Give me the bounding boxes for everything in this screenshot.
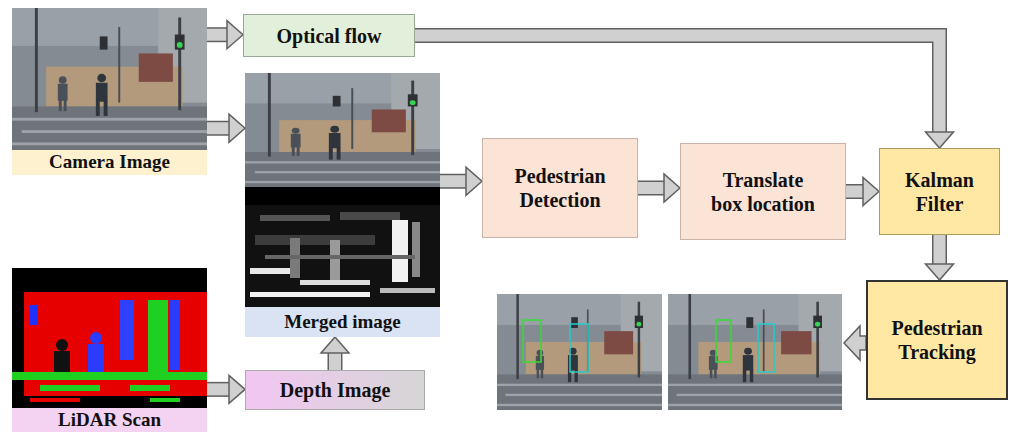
node-text: Translate box location <box>707 168 819 216</box>
flow-arrow <box>207 21 243 49</box>
flow-arrow <box>207 114 245 142</box>
node-text: LiDAR Scan <box>58 409 161 432</box>
output-box: Pedestrian Tracking <box>866 280 1008 400</box>
process-box: Optical flow <box>243 14 415 57</box>
flow-arrow <box>926 235 954 280</box>
image-label: Merged image <box>245 73 440 337</box>
node-text: Optical flow <box>277 24 382 48</box>
label-band: Camera Image <box>12 150 207 175</box>
node-text: Pedestrian Detection <box>491 164 629 212</box>
process-box: Translate box location <box>680 143 846 240</box>
flow-arrow <box>846 178 879 206</box>
flow-arrow <box>638 174 680 202</box>
process-box: Kalman Filter <box>879 148 1000 235</box>
flow-arrow <box>321 337 349 370</box>
image-label: Camera Image <box>12 8 207 175</box>
process-box: Depth Image <box>245 370 425 410</box>
flow-arrow <box>207 375 245 403</box>
node-text: Kalman Filter <box>888 168 991 216</box>
node-text: Pedestrian Tracking <box>876 316 998 364</box>
node-text: Merged image <box>284 311 401 334</box>
flow-arrow <box>415 36 954 149</box>
node-text: Camera Image <box>49 151 170 174</box>
image-label: LiDAR Scan <box>12 268 207 432</box>
label-band: LiDAR Scan <box>12 408 207 432</box>
process-box: Pedestrian Detection <box>482 138 638 238</box>
node-text: Depth Image <box>280 378 391 402</box>
flow-arrow <box>440 167 482 195</box>
label-band: Merged image <box>245 307 440 337</box>
